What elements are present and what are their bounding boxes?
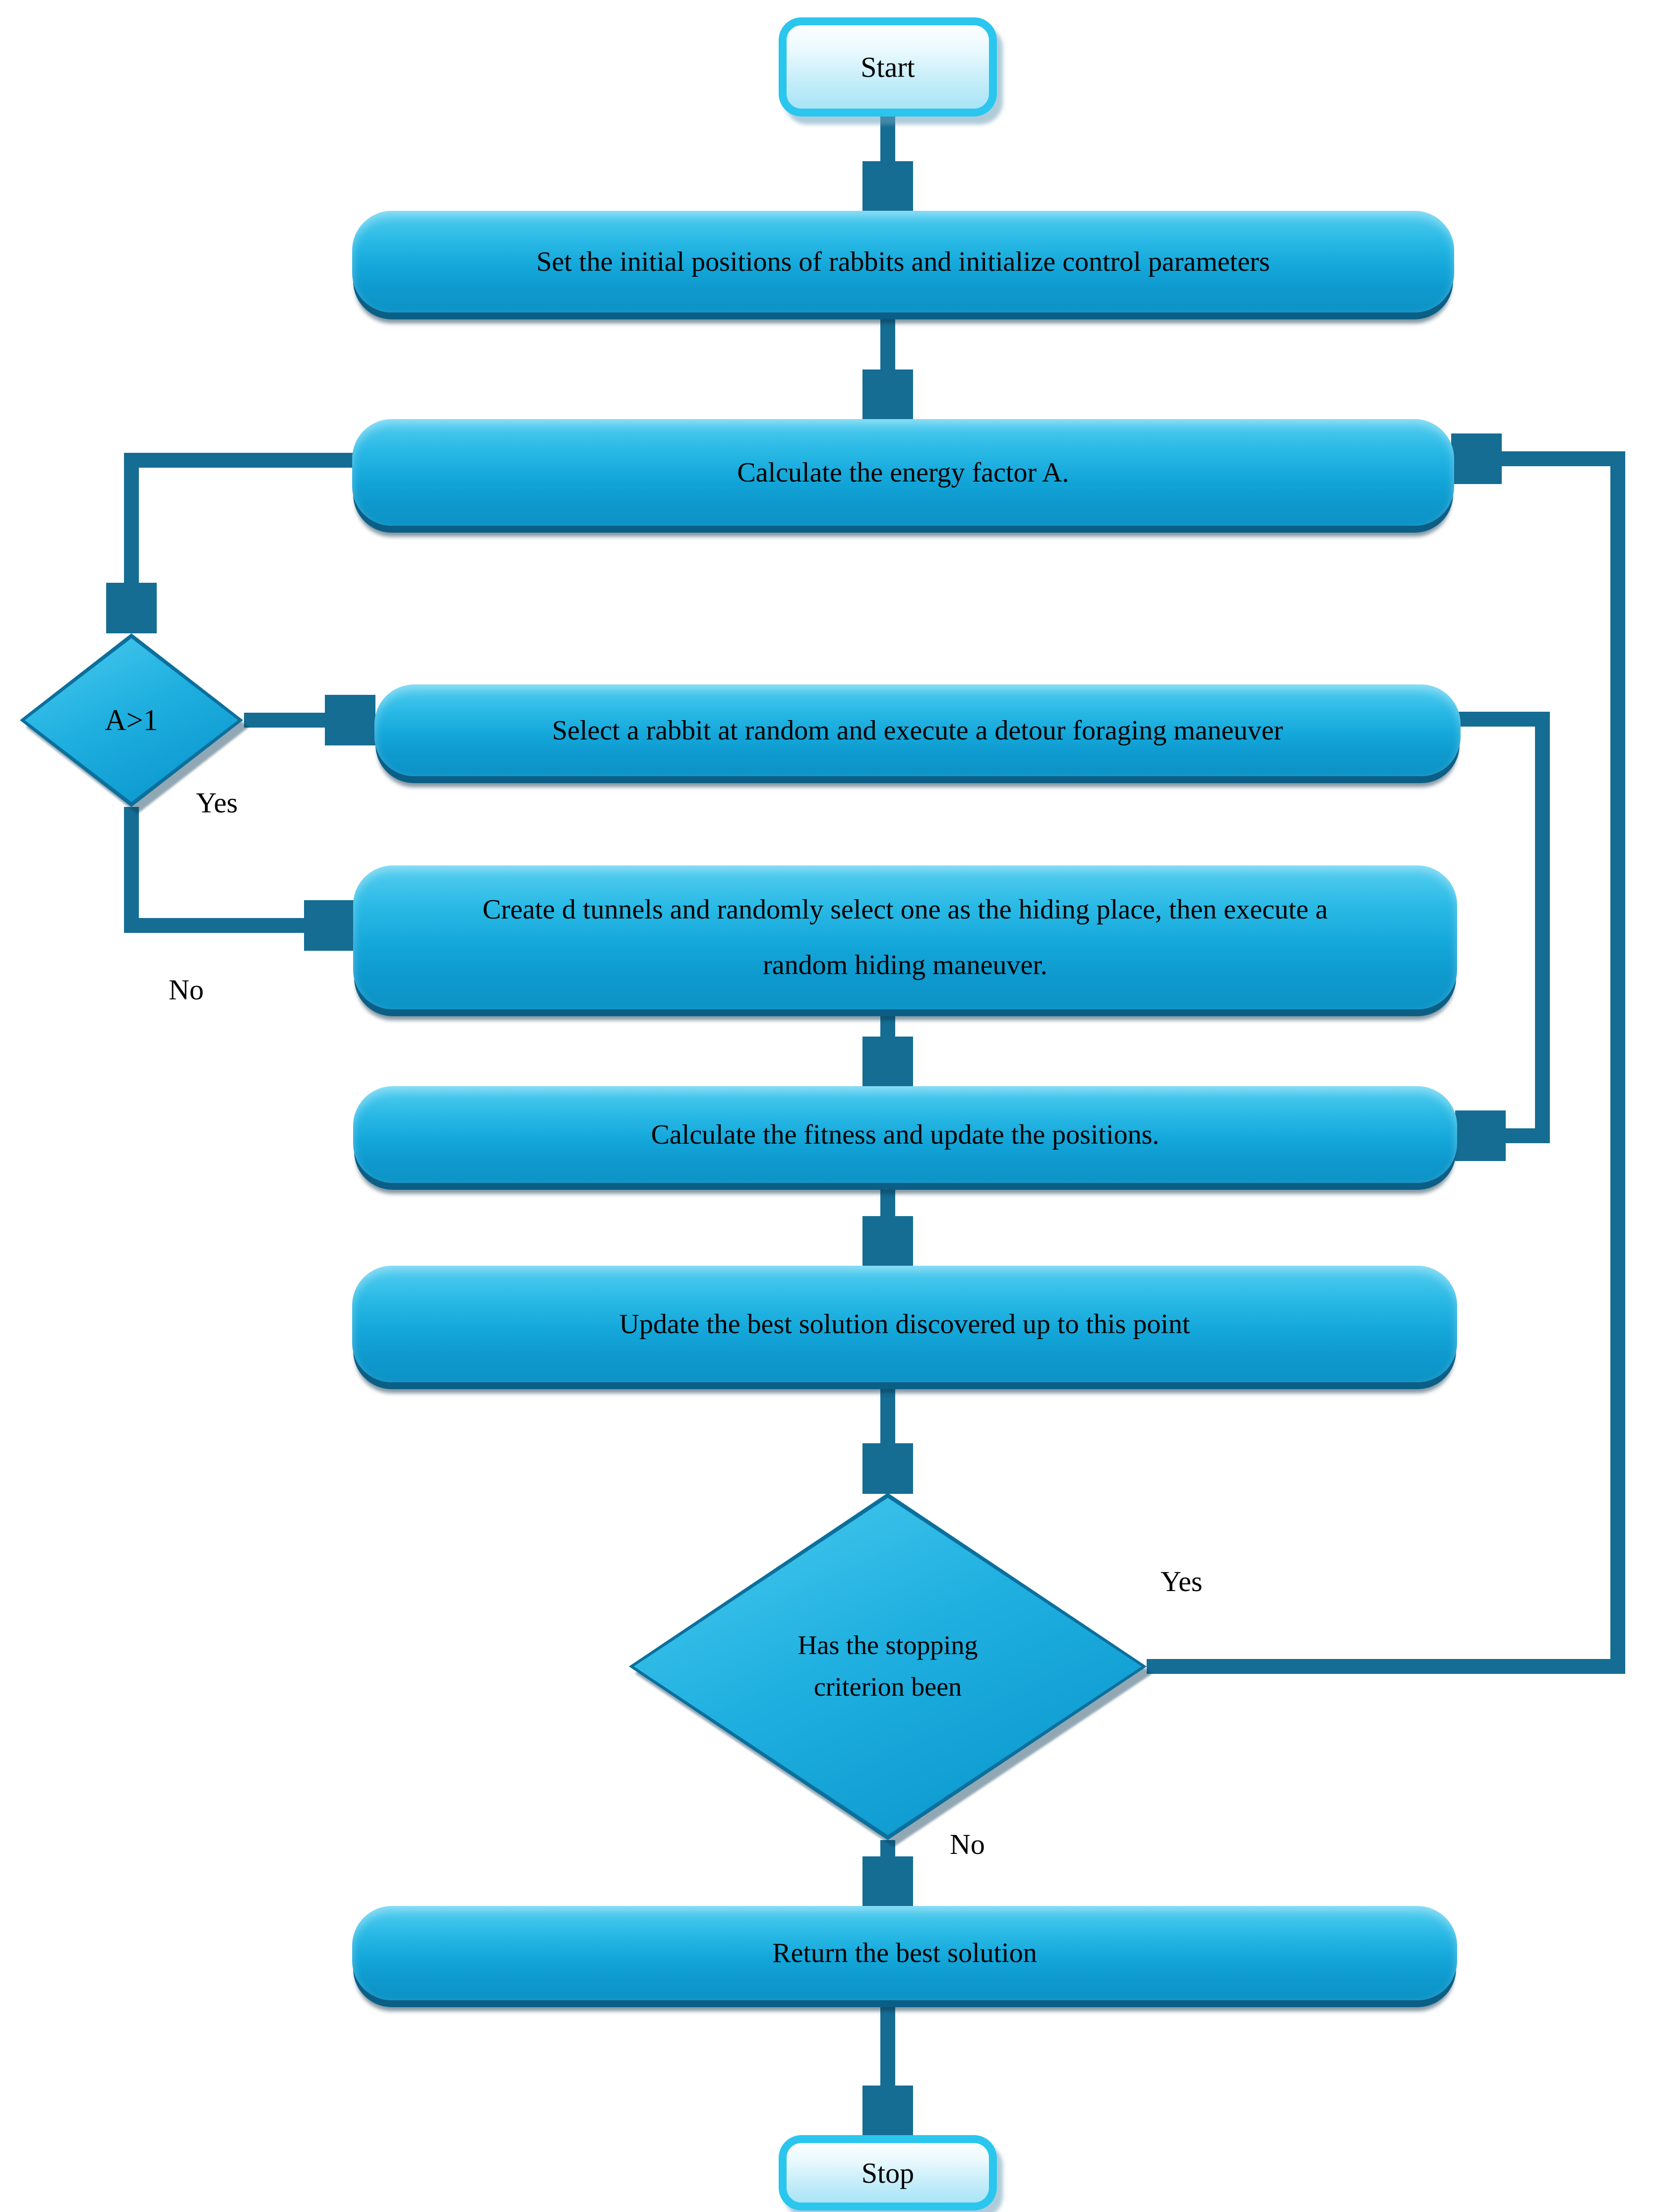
label-decision-a-yes: Yes <box>196 787 238 819</box>
node-start: Start <box>779 17 997 117</box>
node-detour-foraging-label: Select a rabbit at random and execute a … <box>552 715 1284 746</box>
label-decision-a-no: No <box>169 974 204 1006</box>
node-random-hiding: Create d tunnels and randomly select one… <box>353 865 1457 1009</box>
edge-stopping-yes-to-energy-loop <box>1147 459 1625 1674</box>
edge-decision-a-no-to-hiding <box>124 807 307 925</box>
node-return-best: Return the best solution <box>352 1906 1457 2000</box>
node-init-positions-label: Set the initial positions of rabbits and… <box>536 246 1270 277</box>
label-stopping-no: No <box>950 1828 985 1860</box>
node-detour-foraging: Select a rabbit at random and execute a … <box>374 684 1461 776</box>
node-decision-a-label: A>1 <box>105 703 158 737</box>
label-stopping-yes: Yes <box>1161 1565 1203 1598</box>
node-init-positions: Set the initial positions of rabbits and… <box>352 211 1454 312</box>
node-start-label: Start <box>860 51 915 83</box>
node-fitness-update: Calculate the fitness and update the pos… <box>353 1086 1457 1183</box>
node-best-solution-update-label: Update the best solution discovered up t… <box>619 1308 1190 1340</box>
node-stop-label: Stop <box>861 2156 915 2189</box>
node-energy-factor: Calculate the energy factor A. <box>352 419 1454 526</box>
node-decision-a: A>1 <box>20 633 243 807</box>
node-random-hiding-label: Create d tunnels and randomly select one… <box>482 894 1328 981</box>
node-best-solution-update: Update the best solution discovered up t… <box>352 1266 1457 1382</box>
node-fitness-update-label: Calculate the fitness and update the pos… <box>651 1119 1160 1150</box>
edge-energy-to-decision-a <box>131 453 353 585</box>
node-stopping-criterion-label: Has the stopping criterion been <box>797 1630 978 1702</box>
edge-detour-to-fitness-loop <box>1458 712 1550 1136</box>
node-energy-factor-label: Calculate the energy factor A. <box>737 457 1069 488</box>
node-return-best-label: Return the best solution <box>772 1938 1037 1968</box>
node-stop: Stop <box>779 2135 997 2211</box>
node-stopping-criterion: Has the stopping criterion been <box>629 1493 1147 1840</box>
